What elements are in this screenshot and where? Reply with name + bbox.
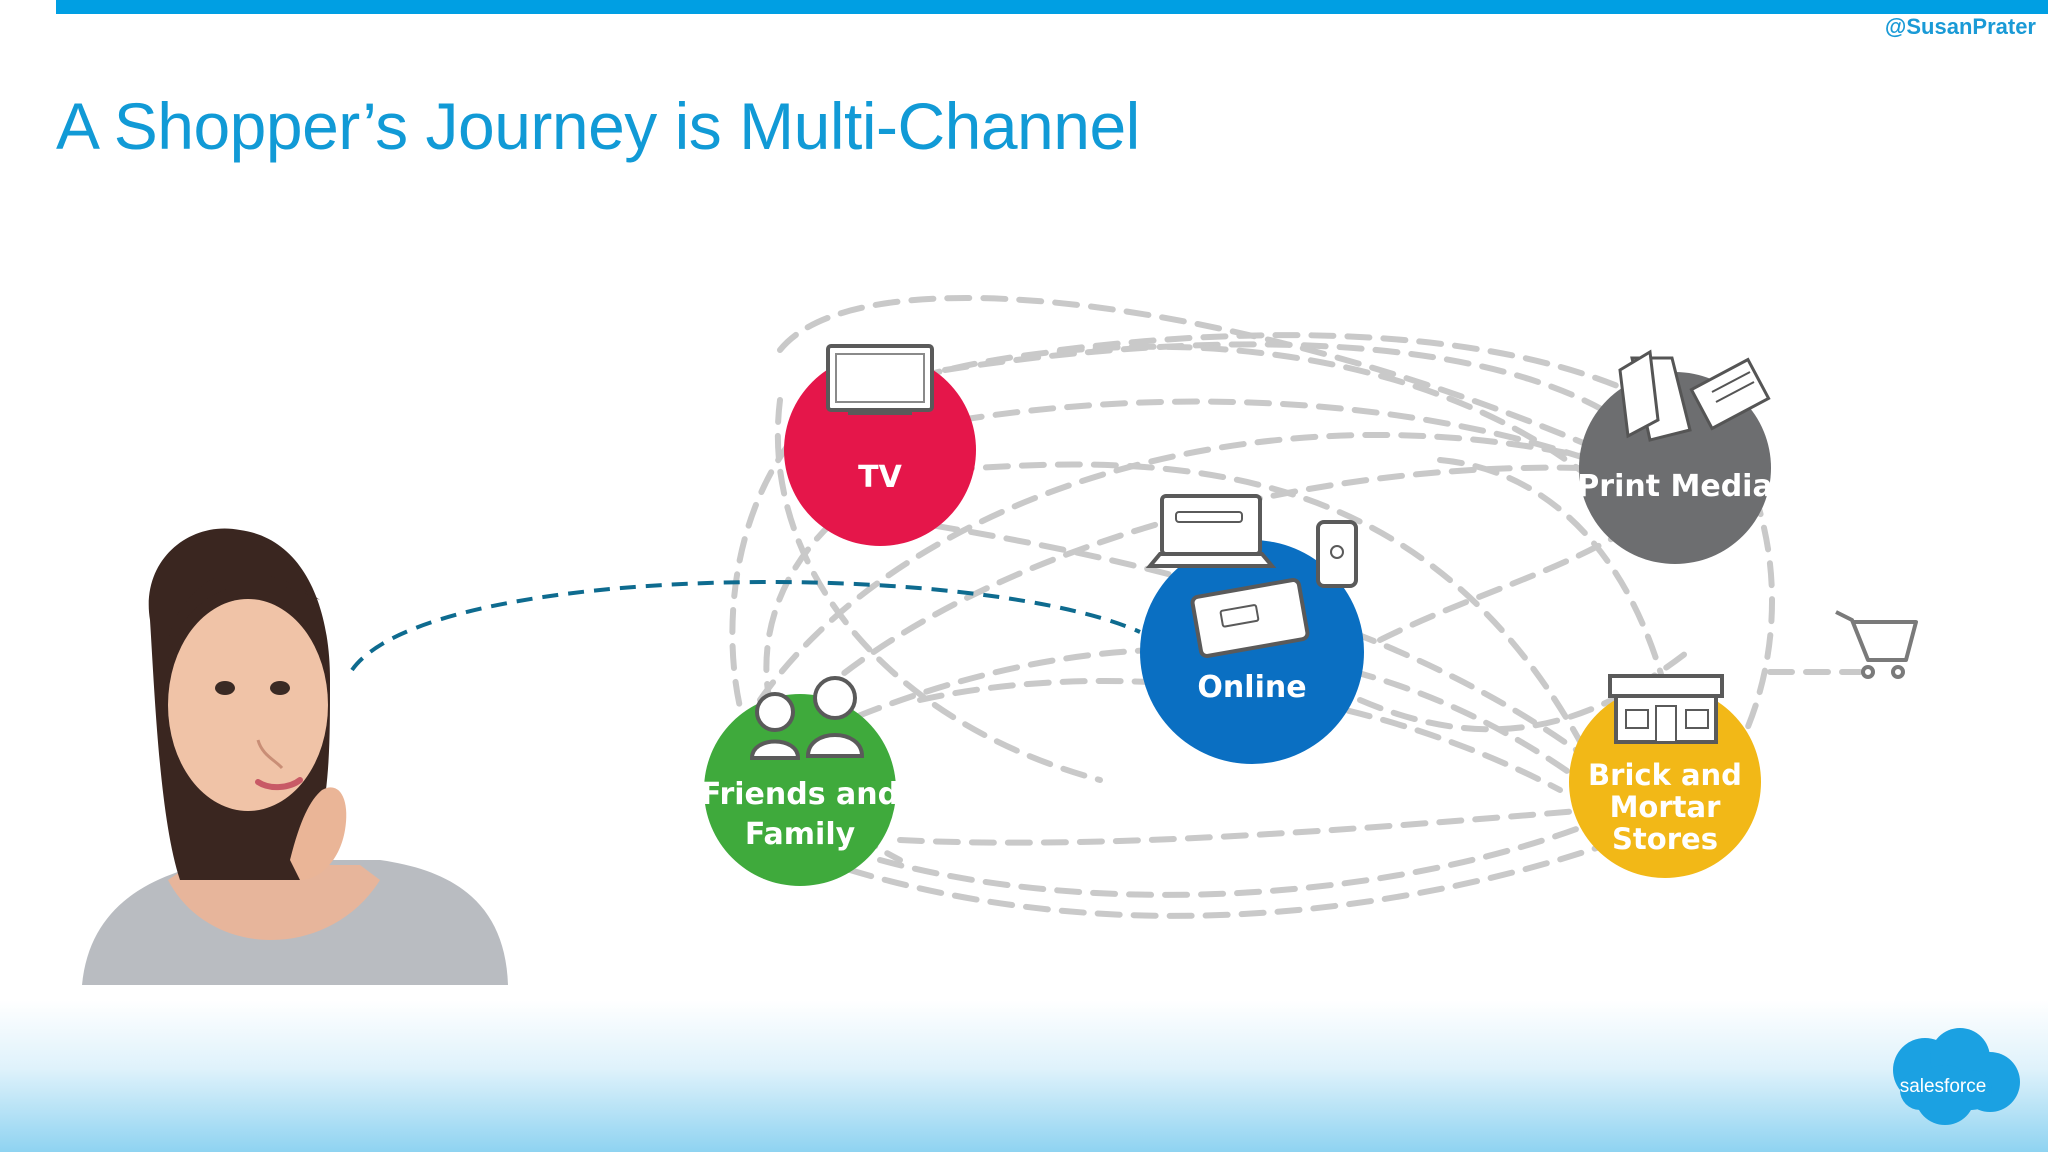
print-media-node: Print Media <box>1577 349 1773 564</box>
tv-icon <box>826 344 934 415</box>
friends-family-label-line2: Family <box>745 817 856 852</box>
brick-mortar-label-line2: Mortar <box>1610 790 1722 824</box>
shopper-journey-path <box>350 580 1141 672</box>
newspaper-icon <box>1618 349 1771 442</box>
friends-family-node: Friends and Family <box>701 676 899 886</box>
tv-node: TV <box>784 344 976 546</box>
devices-icon <box>1145 494 1358 658</box>
tv-label: TV <box>858 460 902 495</box>
online-label: Online <box>1197 670 1306 705</box>
friends-family-label-line1: Friends and <box>701 777 899 812</box>
channel-connectors <box>729 294 1863 919</box>
online-node: Online <box>1140 494 1364 764</box>
brick-mortar-node: Brick and Mortar Stores <box>1569 674 1761 878</box>
salesforce-logo: salesforce <box>1893 1028 2020 1125</box>
brick-mortar-label-line3: Stores <box>1612 822 1718 856</box>
brick-mortar-label-line1: Brick and <box>1588 758 1742 792</box>
shopper-woman-illustration <box>82 528 508 985</box>
storefront-icon <box>1608 674 1724 744</box>
salesforce-logo-text: salesforce <box>1900 1076 1987 1097</box>
bottom-gradient-band <box>0 1000 2048 1152</box>
twitter-handle: @SusanPrater <box>1884 14 2036 39</box>
print-media-label: Print Media <box>1577 469 1772 504</box>
shopping-cart-icon <box>1835 610 1918 679</box>
slide-title: A Shopper’s Journey is Multi-Channel <box>56 89 1140 163</box>
top-accent-bar <box>56 0 2048 14</box>
people-icon <box>749 676 865 760</box>
